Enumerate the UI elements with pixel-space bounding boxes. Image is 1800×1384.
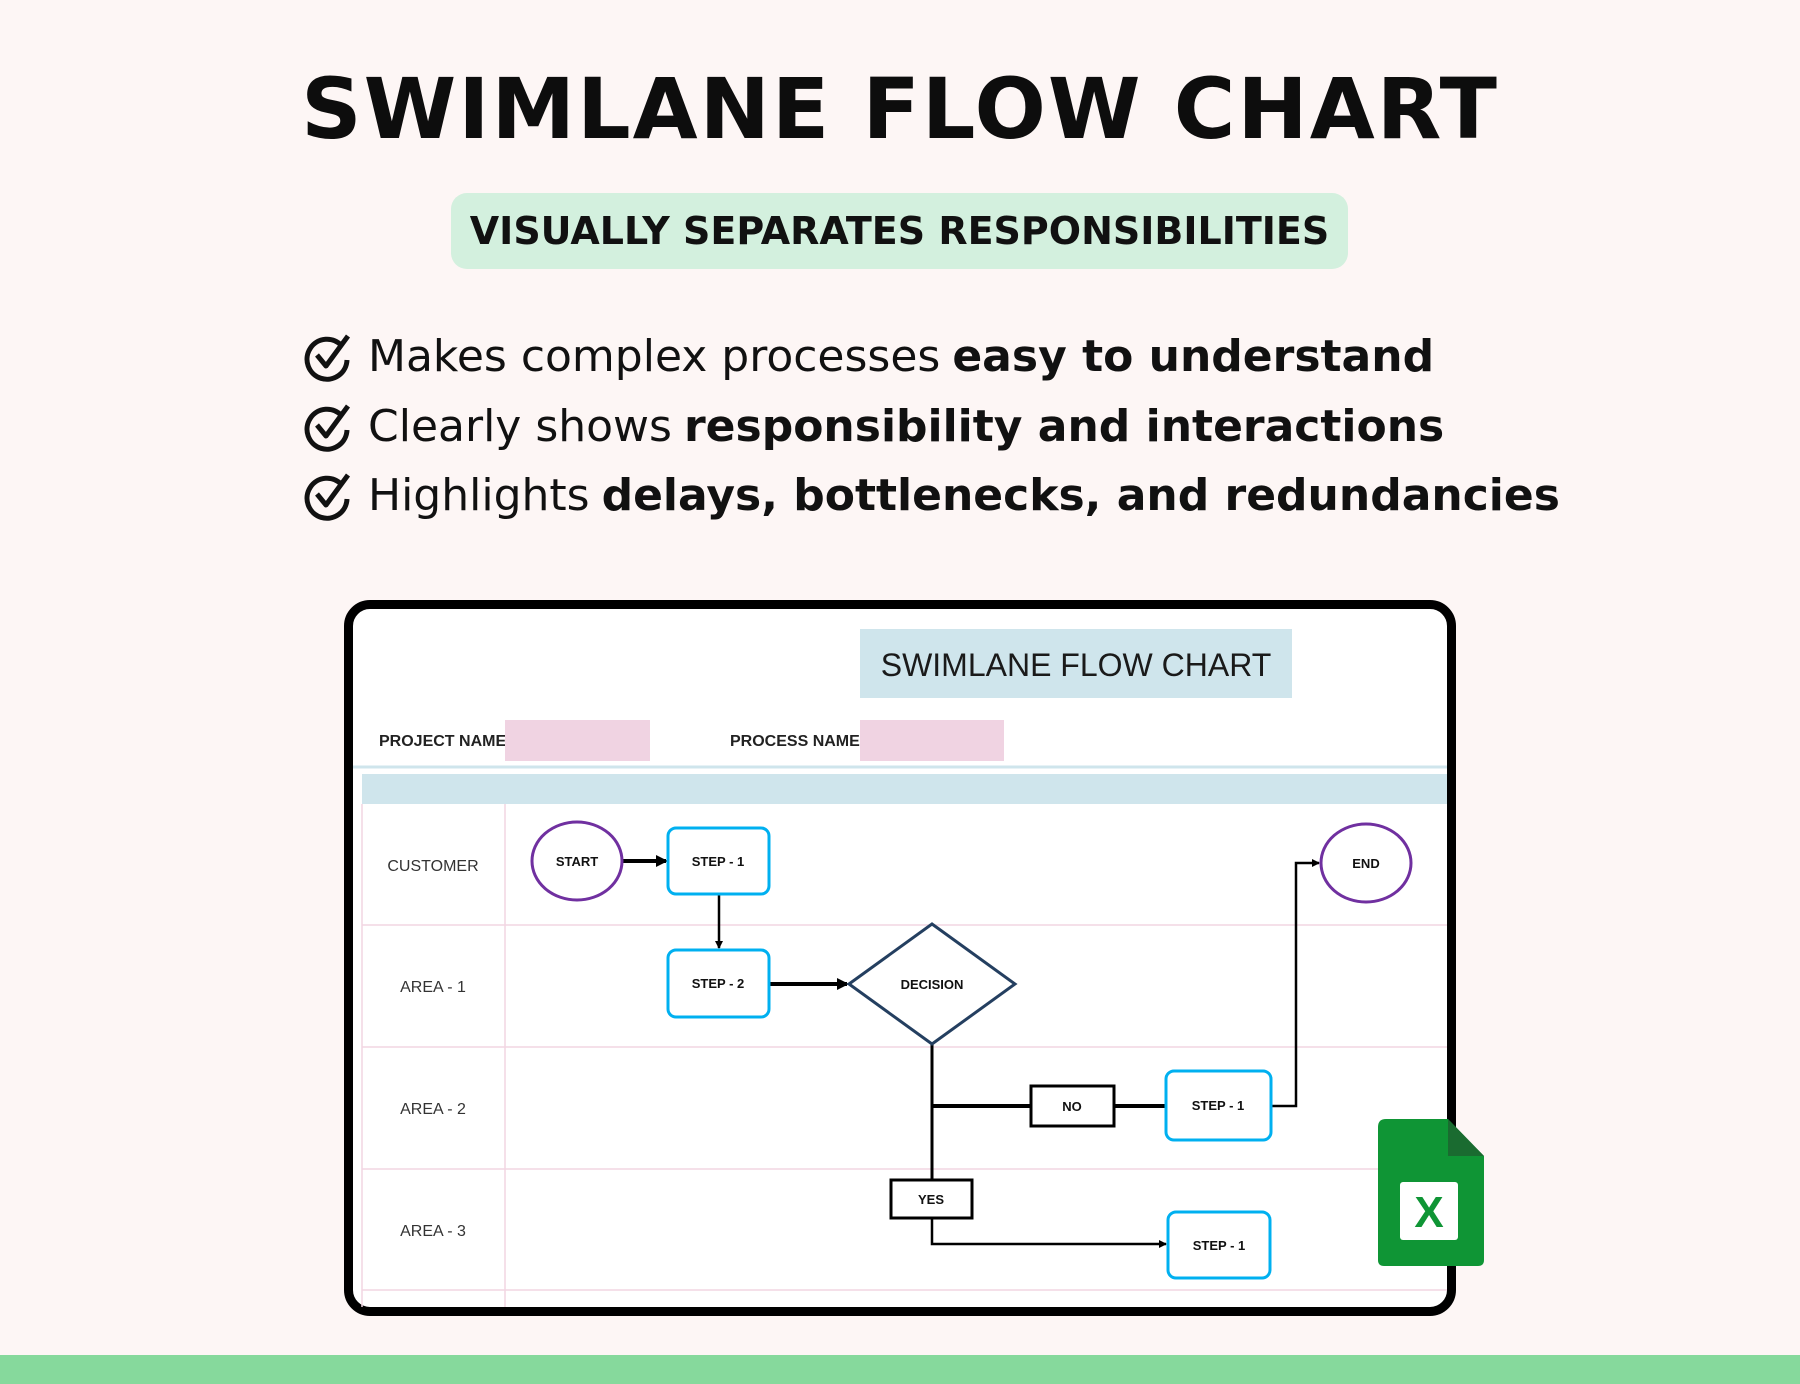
- step-2-node: [666, 948, 771, 1019]
- check-circle-icon: [304, 404, 351, 452]
- excel-letter: X: [1414, 1188, 1443, 1237]
- process-name-label: PROCESS NAME:: [730, 733, 865, 750]
- bullet-bold-text: delays, bottlenecks, and redundancies: [601, 469, 1560, 521]
- decision-label: DECISION: [901, 977, 964, 992]
- process-name-input[interactable]: [860, 720, 1004, 761]
- connectors: [623, 855, 1320, 1248]
- decision-node: [846, 922, 1018, 1046]
- check-circle-icon: [304, 334, 351, 382]
- check-circle-icon: [304, 473, 351, 521]
- area-2-step-node: [1164, 1069, 1273, 1142]
- sheet-title-box: [860, 629, 1292, 698]
- lane-label-area-1: AREA - 1: [400, 979, 466, 996]
- subtitle-badge: VISUALLY SEPARATES RESPONSIBILITIES: [451, 193, 1348, 269]
- bullet-text: Clearly shows: [368, 400, 672, 452]
- yes-label-box: [889, 1178, 974, 1220]
- bullet-text: Highlights: [368, 469, 590, 521]
- sheet-title: SWIMLANE FLOW CHART: [881, 647, 1272, 683]
- lane-grid: [361, 804, 1447, 1307]
- lane-label-area-3: AREA - 3: [400, 1223, 466, 1240]
- excel-icon: X: [1378, 1119, 1484, 1266]
- step-1-node: [666, 826, 771, 896]
- area-3-step-node: [1166, 1210, 1272, 1280]
- step-1-label: STEP - 1: [692, 854, 745, 869]
- project-name-label: PROJECT NAME:: [379, 733, 511, 750]
- end-label: END: [1352, 856, 1379, 871]
- lane-header-bar: [362, 774, 1447, 804]
- no-label: NO: [1062, 1099, 1082, 1114]
- lane-label-customer: CUSTOMER: [387, 858, 478, 875]
- start-node: [530, 820, 624, 902]
- area-3-step-label: STEP - 1: [1193, 1238, 1246, 1253]
- no-label-box: [1029, 1084, 1116, 1128]
- step-2-label: STEP - 2: [692, 976, 745, 991]
- bottom-accent-bar: [0, 1355, 1800, 1384]
- page-title: SWIMLANE FLOW CHART: [301, 60, 1499, 158]
- area-2-step-label: STEP - 1: [1192, 1098, 1245, 1113]
- bullet-text: Makes complex processes: [368, 330, 941, 382]
- project-name-input[interactable]: [505, 720, 650, 761]
- lane-label-area-2: AREA - 2: [400, 1101, 466, 1118]
- bullet-bold-text: responsibility and interactions: [683, 400, 1445, 452]
- yes-label: YES: [918, 1192, 944, 1207]
- end-node: [1319, 822, 1413, 904]
- start-label: START: [556, 854, 598, 869]
- bullet-bold-text: easy to understand: [952, 330, 1435, 382]
